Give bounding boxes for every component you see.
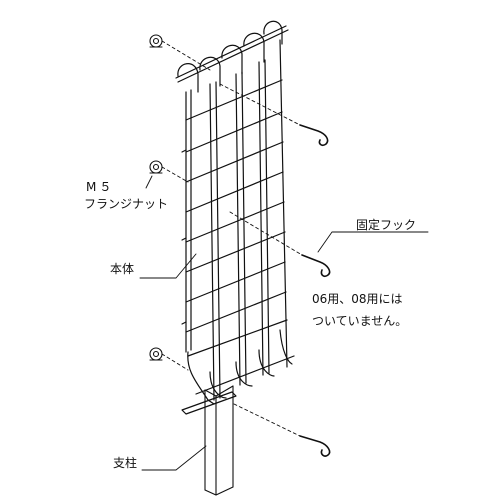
m5-label: M５	[86, 180, 115, 194]
post-label: 支柱	[113, 456, 138, 470]
body-label: 本体	[110, 262, 135, 276]
post-icon	[204, 385, 234, 496]
note-line-2: ついていません。	[312, 314, 408, 328]
note-line-1: 06用、08用には	[312, 292, 403, 306]
fixing-hook-label: 固定フック	[356, 218, 417, 232]
flange-nut-label: フランジナット	[84, 197, 169, 211]
mesh-panel-icon	[175, 20, 295, 415]
fixing-hook-icon	[299, 124, 331, 457]
